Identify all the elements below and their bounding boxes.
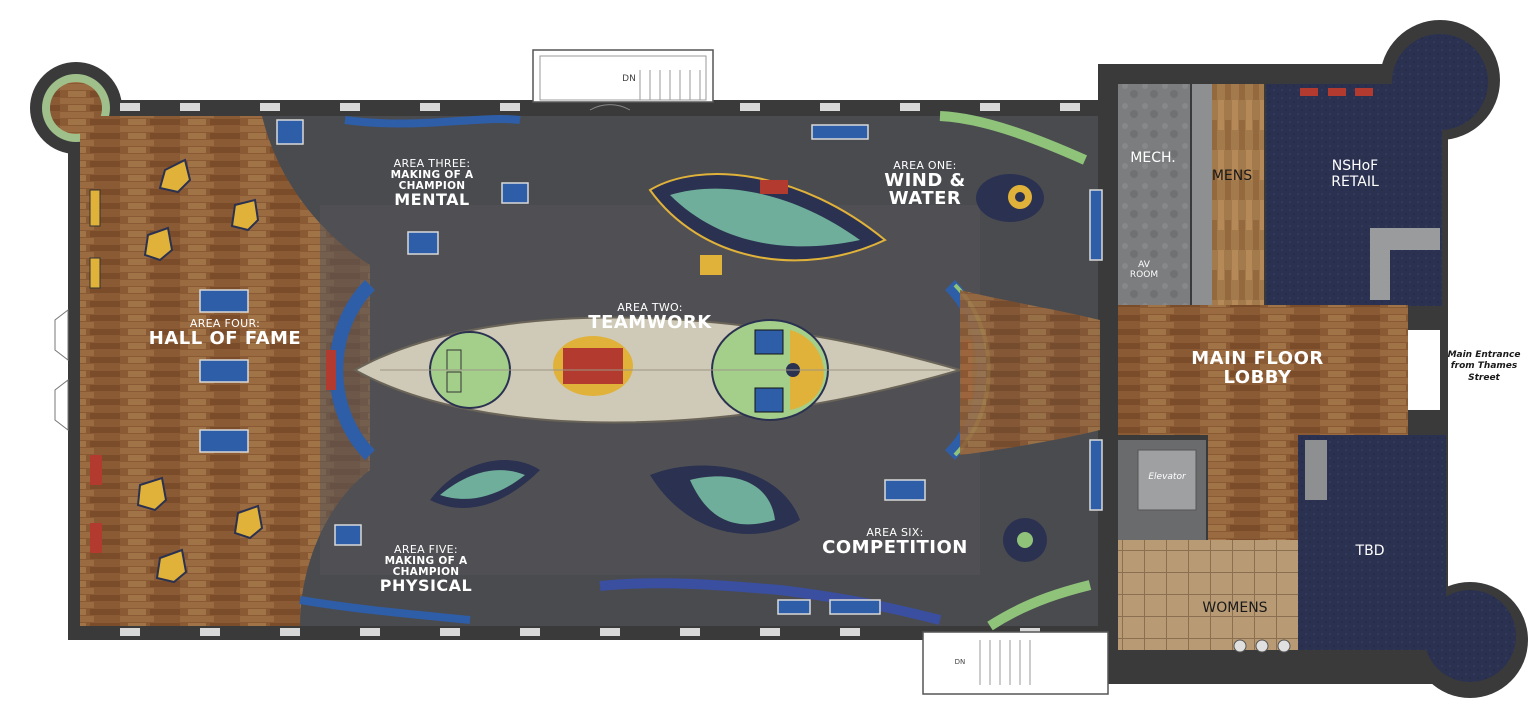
retail-label: NSHoF RETAIL — [1300, 158, 1410, 190]
tbd-label: TBD — [1355, 543, 1385, 559]
area-two-name: TEAMWORK — [588, 311, 712, 333]
stairs-top-dn-label: DN — [622, 74, 636, 84]
mens-room-label: MENS — [1211, 168, 1253, 184]
hall-of-fame-sculptures — [136, 158, 264, 584]
entrance-line1: Main Entrance — [1447, 350, 1521, 360]
area-one-label: AREA ONE: WIND & WATER — [870, 160, 980, 209]
area-three-sub1: MAKING OF A — [390, 168, 474, 181]
area-three-name: MENTAL — [394, 189, 470, 209]
bottom-stairs — [922, 631, 1109, 695]
area-three-prefix: AREA THREE: — [393, 157, 471, 170]
left-doors — [54, 308, 69, 432]
turret-se — [1424, 590, 1516, 682]
mech-room-label: MECH. — [1130, 150, 1176, 166]
area-five-label: AREA FIVE: MAKING OF A CHAMPION PHYSICAL — [366, 544, 486, 594]
area-five-prefix: AREA FIVE: — [394, 543, 458, 556]
av-room-line2: ROOM — [1129, 270, 1159, 280]
stairs-bottom-dn-label: DN — [954, 658, 966, 666]
retail-line1: NSHoF — [1331, 158, 1379, 174]
main-entrance-label: Main Entrance from Thames Street — [1432, 350, 1536, 384]
top-stairs — [532, 49, 714, 111]
competition-disc — [1003, 518, 1047, 562]
av-room-label: AV ROOM — [1126, 260, 1162, 280]
area-three-label: AREA THREE: MAKING OF A CHAMPION MENTAL — [372, 158, 492, 208]
retail-line2: RETAIL — [1331, 174, 1379, 191]
area-four-label: AREA FOUR: HALL OF FAME — [135, 318, 315, 348]
lobby-line2: LOBBY — [1223, 366, 1292, 388]
lobby-line1: MAIN FLOOR — [1191, 348, 1324, 369]
teamwork-boat — [352, 316, 964, 424]
elevator-label: Elevator — [1148, 472, 1186, 482]
area-six-label: AREA SIX: COMPETITION — [805, 527, 985, 557]
display-cases — [199, 119, 1103, 615]
top-windows — [120, 103, 1080, 111]
womens-room-label: WOMENS — [1202, 600, 1268, 616]
wall-fixtures — [89, 189, 102, 553]
area-four-name: HALL OF FAME — [148, 327, 302, 349]
area-five-sub2: CHAMPION — [392, 565, 460, 578]
main-entrance-gap — [1408, 330, 1440, 410]
wind-water-boat — [648, 173, 887, 275]
wind-water-disc — [976, 174, 1044, 222]
area-one-line2: WATER — [888, 188, 962, 210]
lobby-label: MAIN FLOOR LOBBY — [1165, 348, 1350, 388]
area-three-sub2: CHAMPION — [398, 179, 466, 192]
entrance-line3: Street — [1468, 372, 1500, 383]
physical-boat — [430, 460, 540, 509]
area-five-name: PHYSICAL — [379, 575, 473, 595]
av-room-line1: AV — [1138, 260, 1150, 270]
area-one-prefix: AREA ONE: — [893, 159, 957, 172]
retail-fixtures — [1300, 88, 1373, 96]
competition-boat — [650, 465, 800, 534]
area-five-sub1: MAKING OF A — [384, 554, 468, 567]
area-six-prefix: AREA SIX: — [866, 526, 924, 539]
east-wing — [1118, 84, 1446, 653]
area-two-prefix: AREA TWO: — [617, 301, 683, 314]
area-one-line1: WIND & — [884, 169, 966, 191]
area-four-prefix: AREA FOUR: — [189, 317, 261, 330]
area-two-label: AREA TWO: TEAMWORK — [550, 302, 750, 332]
entrance-line2: from Thames — [1450, 361, 1518, 372]
area-six-name: COMPETITION — [822, 536, 968, 558]
